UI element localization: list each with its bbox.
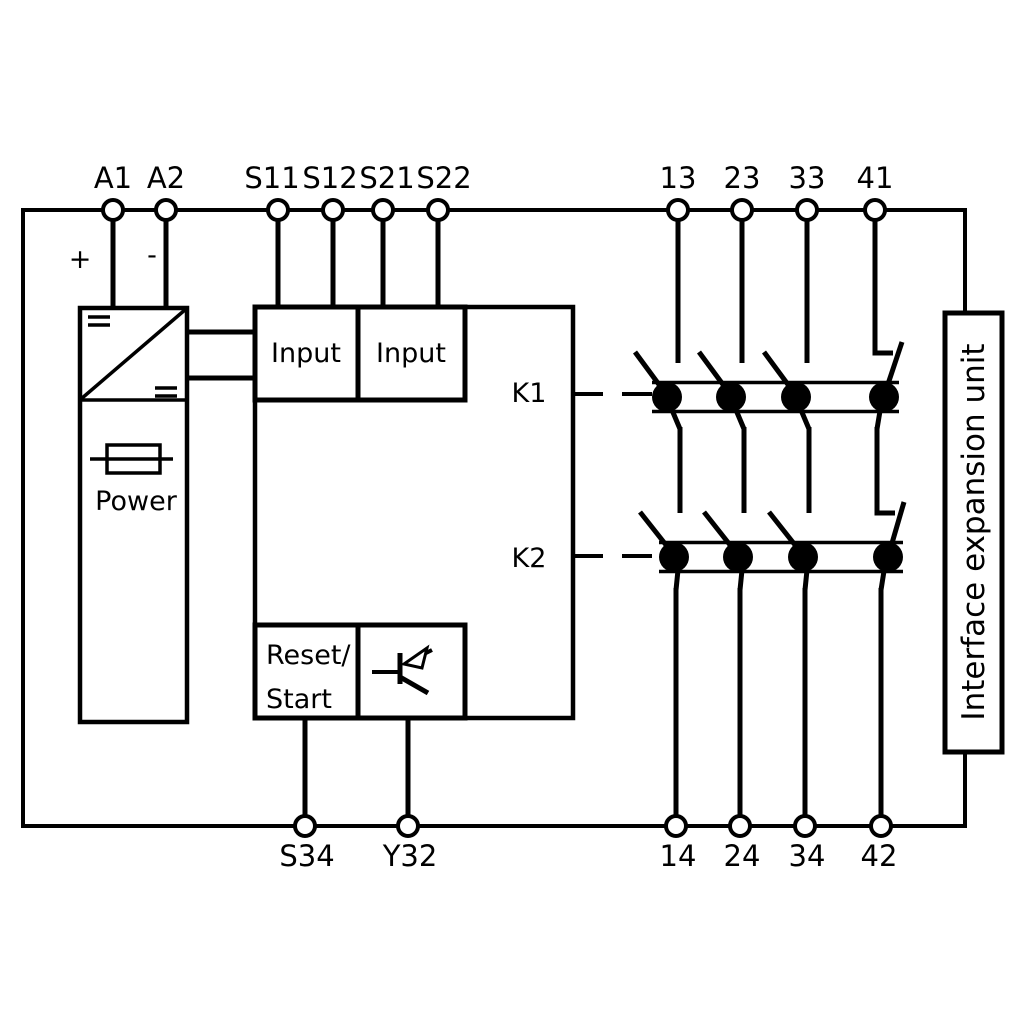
reset-label-line1: Reset/: [266, 640, 351, 671]
bottom-terminal-circles: [293, 814, 893, 838]
polarity-minus-label: -: [147, 240, 157, 271]
terminal-13: [666, 198, 690, 222]
relay-k2-label: K2: [512, 543, 547, 574]
terminal-34: [793, 814, 817, 838]
k1-contact-bar: [652, 380, 899, 414]
fuse-icon: [90, 443, 173, 475]
terminal-label-14: 14: [660, 839, 697, 873]
k2-contact-dot: [873, 542, 903, 572]
terminal-label-y32: Y32: [382, 839, 438, 873]
k2-contact-dot: [723, 542, 753, 572]
terminal-label-23: 23: [724, 161, 761, 195]
terminal-label-24: 24: [724, 839, 761, 873]
k1-contact-dot: [652, 382, 682, 412]
terminal-s11: [266, 198, 290, 222]
terminal-label-41: 41: [857, 161, 894, 195]
terminal-label-s12: S12: [302, 161, 357, 195]
terminal-label-a1: A1: [94, 161, 132, 195]
transistor-output-icon: [372, 644, 433, 696]
interface-expansion-label: Interface expansion unit: [956, 343, 992, 720]
reset-start-box: [252, 622, 361, 721]
k1-contact-dot: [716, 382, 746, 412]
outer-bus-wiring: [21, 208, 967, 828]
terminal-label-s11: S11: [244, 161, 299, 195]
terminal-s21: [371, 198, 395, 222]
power-supply-block: Power: [77, 305, 190, 725]
k1-contact-dot: [869, 382, 899, 412]
terminal-33: [795, 198, 819, 222]
input-box-right: [355, 304, 468, 403]
terminal-24: [728, 814, 752, 838]
terminal-a1: [101, 198, 125, 222]
interrow-wires: [677, 427, 895, 516]
power-logic-connectors: [187, 329, 255, 381]
terminal-label-s22: S22: [416, 161, 471, 195]
terminal-label-13: 13: [660, 161, 697, 195]
logic-block: Input Input Reset/ Start K1 K2: [252, 304, 576, 721]
terminal-42: [869, 814, 893, 838]
terminal-label-s34: S34: [279, 839, 334, 873]
top-terminal-labels: A1 A2 S11 S12 S21 S22 13 23 33 41: [94, 161, 894, 195]
terminal-s22: [426, 198, 450, 222]
terminal-label-34: 34: [789, 839, 826, 873]
terminal-s12: [321, 198, 345, 222]
bottom-leg-wires: [673, 588, 884, 816]
terminal-a2: [154, 198, 178, 222]
terminal-41: [863, 198, 887, 222]
k1-contact-dot: [781, 382, 811, 412]
terminal-s34: [293, 814, 317, 838]
terminal-label-a2: A2: [147, 161, 185, 195]
k2-contact-dot: [659, 542, 689, 572]
terminal-y32: [396, 814, 420, 838]
terminal-23: [730, 198, 754, 222]
input-left-label: Input: [271, 338, 341, 369]
polarity-plus-label: +: [69, 244, 92, 275]
terminal-label-33: 33: [789, 161, 826, 195]
input-right-label: Input: [376, 338, 446, 369]
relay-k2-contacts: [573, 501, 907, 591]
terminal-14: [664, 814, 688, 838]
relay-k1-contacts: [573, 341, 905, 430]
k2-contact-dot: [788, 542, 818, 572]
terminal-label-42: 42: [861, 839, 898, 873]
top-terminal-circles: [101, 198, 887, 222]
terminal-label-s21: S21: [359, 161, 414, 195]
dc-dc-converter-icon: [79, 307, 188, 402]
relay-k1-label: K1: [512, 378, 547, 409]
reset-label-line2: Start: [266, 684, 332, 715]
k2-contact-bar: [659, 540, 903, 574]
interface-expansion-box: Interface expansion unit: [942, 310, 1005, 755]
terminal-stub-wires: [110, 210, 893, 816]
bottom-terminal-labels: S34 Y32 14 24 34 42: [279, 839, 897, 873]
power-label: Power: [95, 486, 178, 517]
